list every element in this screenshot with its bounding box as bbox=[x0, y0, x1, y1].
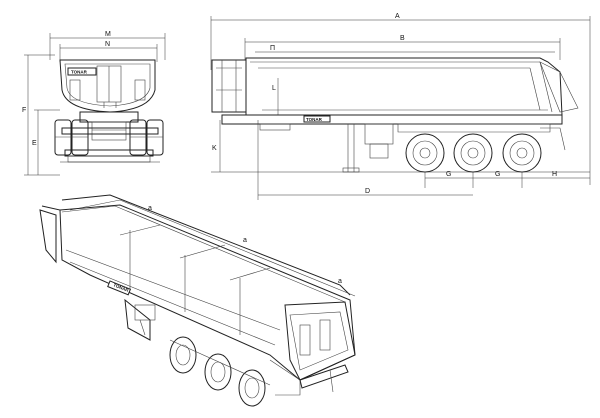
side-wheel-3 bbox=[502, 133, 542, 173]
iso-wheel-2 bbox=[204, 353, 232, 391]
dim-label-a: A bbox=[395, 13, 400, 20]
iso-brand-plate bbox=[107, 280, 132, 296]
dim-label-f: F bbox=[22, 107, 26, 114]
dim-label-k: K bbox=[212, 145, 217, 152]
dim-label-g1: G bbox=[446, 171, 451, 178]
front-view: M N F E TONAR bbox=[22, 31, 166, 176]
iso-label-a2: a bbox=[243, 237, 247, 244]
front-brand-text: TONAR bbox=[71, 70, 88, 75]
dim-label-l: L bbox=[272, 85, 276, 92]
dim-label-h: H bbox=[552, 171, 557, 178]
iso-wheel-1 bbox=[169, 336, 197, 374]
dim-label-g2: G bbox=[495, 171, 500, 178]
dim-label-e: E bbox=[32, 140, 37, 147]
side-brand-plate bbox=[303, 115, 331, 123]
dim-label-n: N bbox=[105, 41, 110, 48]
iso-label-a3: a bbox=[338, 278, 342, 285]
dim-label-b: B bbox=[400, 35, 405, 42]
iso-wheel-3 bbox=[238, 369, 266, 407]
iso-label-a1: a bbox=[148, 205, 152, 212]
side-wheel-2 bbox=[453, 133, 493, 173]
side-brand-text: TONAR bbox=[306, 117, 323, 122]
dim-label-m: M bbox=[105, 31, 111, 38]
dim-label-p: П bbox=[270, 45, 275, 52]
dim-label-d: D bbox=[365, 188, 370, 195]
isometric-view: a a a TONAR bbox=[39, 194, 356, 407]
iso-brand-text: TONAR bbox=[113, 282, 130, 293]
side-wheel-1 bbox=[405, 133, 445, 173]
front-brand-plate bbox=[67, 67, 97, 76]
side-view: A B П L TONAR bbox=[210, 13, 591, 200]
